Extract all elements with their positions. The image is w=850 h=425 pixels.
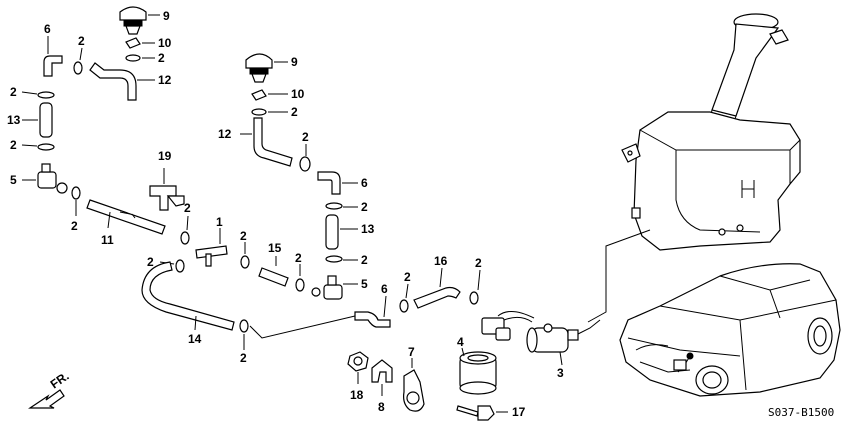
label-17: 17 — [512, 405, 526, 419]
label-6: 6 — [361, 176, 368, 190]
label-3: 3 — [557, 366, 564, 380]
clip-8 — [371, 359, 393, 383]
washer-reservoir — [621, 13, 801, 251]
front-direction-arrow: FR. — [28, 369, 72, 409]
label-2: 2 — [78, 34, 85, 48]
label-1: 1 — [216, 215, 223, 229]
hose-clamp — [175, 259, 185, 273]
diagram-code: S037-B1500 — [768, 406, 834, 419]
label-10: 10 — [158, 36, 172, 50]
hose-clamp — [239, 319, 249, 333]
hose-clamp — [180, 231, 190, 245]
label-10: 10 — [291, 87, 305, 101]
hose-clamp — [251, 108, 267, 116]
label-6: 6 — [44, 22, 51, 36]
hose-clamp — [71, 186, 81, 200]
label-14: 14 — [188, 332, 202, 346]
label-2: 2 — [361, 200, 368, 214]
hose-11 — [86, 199, 166, 235]
hose-15 — [258, 267, 289, 287]
label-9: 9 — [291, 55, 298, 69]
label-11: 11 — [101, 233, 114, 247]
label-15: 15 — [268, 241, 282, 255]
label-2: 2 — [475, 256, 482, 270]
hose-clamp — [73, 61, 83, 75]
label-2: 2 — [361, 253, 368, 267]
label-5: 5 — [10, 173, 17, 187]
hose-13 — [39, 102, 53, 138]
hose-clamp — [299, 156, 311, 172]
hose-12 — [89, 62, 137, 101]
clamp-7 — [403, 369, 425, 412]
hose-clamp — [399, 299, 409, 313]
label-13: 13 — [7, 113, 21, 127]
check-valve-5 — [311, 275, 343, 300]
label-18: 18 — [350, 388, 364, 402]
clip-10 — [125, 37, 141, 49]
grommet-4 — [459, 351, 497, 395]
hose-clamp — [37, 143, 55, 151]
hose-clamp — [295, 278, 305, 292]
washer-motor-3 — [526, 319, 601, 353]
elbow-joint-6 — [43, 55, 63, 77]
label-2: 2 — [71, 219, 78, 233]
hose-clamp — [37, 91, 55, 99]
elbow-joint-6 — [354, 311, 391, 328]
hose-12 — [253, 117, 293, 167]
label-2: 2 — [302, 130, 309, 144]
label-2: 2 — [240, 351, 247, 365]
clip-10 — [251, 89, 267, 101]
bracket-19 — [149, 185, 185, 211]
check-valve-5 — [37, 163, 68, 194]
label-12: 12 — [158, 73, 172, 87]
label-7: 7 — [408, 345, 415, 359]
direction-label: FR. — [48, 369, 72, 392]
label-2: 2 — [404, 270, 411, 284]
washer-nozzle — [119, 6, 147, 35]
hose-clamp — [125, 54, 141, 62]
label-12: 12 — [218, 127, 232, 141]
label-2: 2 — [240, 229, 247, 243]
label-6: 6 — [381, 282, 388, 296]
label-2: 2 — [10, 85, 17, 99]
washer-nozzle — [245, 53, 273, 83]
hose-clamp — [325, 202, 343, 210]
label-16: 16 — [434, 254, 448, 268]
label-19: 19 — [158, 149, 172, 163]
label-2: 2 — [10, 138, 17, 152]
label-2: 2 — [147, 255, 154, 269]
label-2: 2 — [291, 105, 298, 119]
t-joint-1 — [195, 245, 228, 267]
nut-18 — [347, 351, 369, 372]
bolt-17 — [456, 405, 495, 421]
label-2: 2 — [184, 201, 191, 215]
car-silhouette — [619, 263, 841, 397]
hose-16 — [413, 286, 461, 309]
hose-14 — [141, 261, 235, 331]
hose-clamp — [240, 255, 250, 269]
label-9: 9 — [163, 9, 170, 23]
label-8: 8 — [378, 400, 385, 414]
label-2: 2 — [295, 251, 302, 265]
hose-13 — [325, 214, 339, 250]
electrical-connector — [481, 311, 535, 341]
label-13: 13 — [361, 222, 375, 236]
label-2: 2 — [158, 51, 165, 65]
label-5: 5 — [361, 277, 368, 291]
elbow-joint-6 — [317, 171, 341, 195]
label-4: 4 — [457, 335, 464, 349]
hose-clamp — [469, 291, 479, 305]
hose-clamp — [325, 255, 343, 263]
